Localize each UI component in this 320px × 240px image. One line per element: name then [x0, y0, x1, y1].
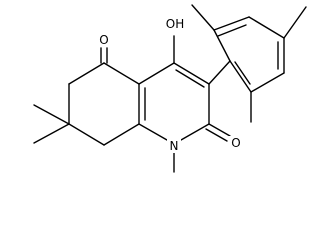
bond — [234, 61, 251, 85]
bond — [138, 62, 175, 85]
bond — [33, 104, 70, 125]
bond — [33, 123, 70, 144]
bond — [138, 123, 168, 141]
atom-label-hydroxyl: OH — [166, 17, 184, 31]
bond — [250, 72, 285, 93]
bond — [103, 62, 140, 85]
bond — [248, 16, 285, 39]
label-mask — [228, 136, 242, 150]
label-mask — [98, 33, 110, 47]
bond — [173, 62, 210, 85]
bond — [229, 60, 252, 93]
atom-labels: O OH O N — [98, 17, 242, 153]
atom-label-nitrogen: N — [170, 139, 179, 153]
atom-label-oxygen-ketone: O — [99, 33, 108, 47]
bond — [180, 123, 210, 141]
bond — [217, 24, 247, 37]
atom-label-oxygen-lactam: O — [231, 136, 240, 150]
bond — [68, 123, 105, 146]
label-mask — [164, 17, 186, 32]
bond — [208, 60, 231, 85]
bond — [213, 29, 231, 62]
bond — [283, 6, 307, 39]
bond — [103, 123, 140, 146]
bond-lines — [33, 4, 307, 173]
bond — [208, 123, 231, 137]
bond — [205, 128, 228, 142]
chemical-structure-diagram: O OH O N — [33, 4, 307, 173]
bond — [191, 4, 215, 31]
bond — [175, 69, 205, 88]
bond — [213, 16, 250, 31]
bond — [68, 62, 105, 85]
label-mask — [167, 139, 181, 153]
